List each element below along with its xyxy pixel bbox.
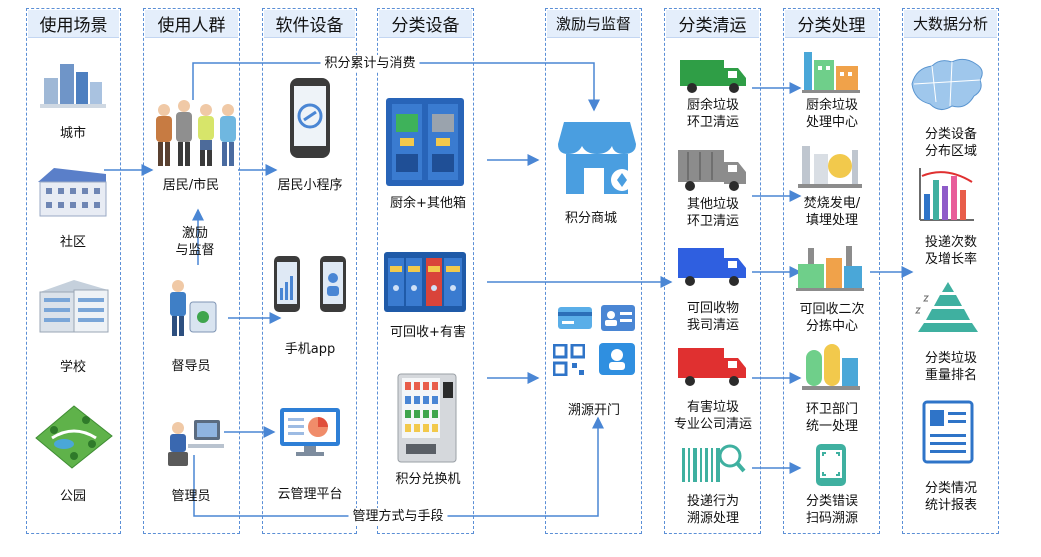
exchange-machine-label: 积分兑换机 (395, 472, 461, 487)
column-incentive (545, 8, 642, 534)
processing-1-line2: 处理中心 (805, 115, 859, 130)
transport-4-line1: 有害垃圾 (686, 400, 740, 415)
bigdata-2-line2: 及增长率 (924, 252, 978, 267)
transport-3-line2: 我司清运 (686, 318, 740, 333)
bigdata-1-line1: 分类设备 (924, 127, 978, 142)
admin-icon (168, 420, 224, 466)
header-scenes: 使用场景 (28, 10, 119, 38)
park-icon (35, 405, 113, 469)
processing-5-line2: 扫码溯源 (805, 511, 859, 526)
processing-3-line2: 分拣中心 (805, 319, 859, 334)
transport-1-line2: 环卫清运 (686, 115, 740, 130)
points-flow-label: 积分累计与消费 (320, 55, 420, 72)
china-map-icon (911, 58, 983, 110)
blue-truck-icon (678, 248, 746, 286)
smart-bin-icon (386, 98, 464, 186)
bigdata-2-line1: 投递次数 (924, 235, 978, 250)
bar-chart-icon (919, 168, 974, 221)
sorting-plant-icon (796, 246, 864, 291)
processing-4-line2: 统一处理 (805, 419, 859, 434)
incentive-label-2: 与监督 (175, 243, 215, 258)
transport-2-line2: 环卫清运 (686, 214, 740, 229)
monitor-icon (280, 408, 340, 456)
vending-machine-icon (397, 373, 457, 463)
processing-4-line1: 环卫部门 (805, 402, 859, 417)
header-incentive: 激励与监督 (547, 10, 640, 38)
processing-3-line1: 可回收二次 (799, 302, 865, 317)
column-transport (664, 8, 761, 534)
transport-1-line1: 厨余垃圾 (686, 98, 740, 113)
incentive-label-1: 激励 (181, 226, 209, 241)
supervisor-icon (170, 280, 217, 336)
processing-2-line2: 填埋处理 (805, 213, 859, 228)
kitchen-box-label: 厨余+其他箱 (390, 196, 466, 211)
column-processing (783, 8, 880, 534)
transport-4-line2: 专业公司清运 (673, 417, 753, 432)
dual-phone-icon (274, 256, 346, 312)
header-people: 使用人群 (145, 10, 238, 38)
header-transport: 分类清运 (666, 10, 759, 38)
points-mall-label: 积分商城 (564, 211, 618, 226)
mini-program-label: 居民小程序 (277, 178, 343, 193)
column-devices (377, 8, 474, 534)
admin-label: 管理员 (171, 489, 211, 504)
processing-5-line1: 分类错误 (805, 494, 859, 509)
header-processing: 分类处理 (785, 10, 878, 38)
header-devices: 分类设备 (379, 10, 472, 38)
id-card-icon (601, 305, 635, 331)
scan-phone-icon (816, 444, 846, 486)
barcode-scan-icon (682, 444, 746, 482)
bigdata-4-line2: 统计报表 (924, 498, 978, 513)
recycle-box-label: 可回收+有害 (390, 325, 466, 340)
scene-school: 学校 (59, 360, 87, 375)
sanitation-plant-icon (802, 344, 860, 390)
bigdata-1-line2: 分布区域 (924, 144, 978, 159)
processing-1-line1: 厨余垃圾 (805, 98, 859, 113)
card-icon (558, 307, 592, 329)
face-id-icon (599, 343, 635, 375)
city-icon (40, 64, 106, 108)
transport-5-line1: 投递行为 (686, 494, 740, 509)
report-icon (922, 400, 974, 464)
transport-2-line1: 其他垃圾 (686, 197, 740, 212)
app-label: 手机app (284, 342, 336, 357)
bigdata-4-line1: 分类情况 (924, 481, 978, 496)
phone-icon (290, 78, 330, 158)
trace-open-label: 溯源开门 (567, 403, 621, 418)
scene-community: 社区 (59, 235, 87, 250)
recycle-bin-icon (384, 252, 466, 312)
cloud-platform-label: 云管理平台 (277, 487, 343, 502)
bigdata-3-line1: 分类垃圾 (924, 351, 978, 366)
header-bigdata: 大数据分析 (904, 10, 997, 38)
qr-icon (553, 344, 585, 376)
gray-truck-icon (678, 150, 746, 191)
resident-label: 居民/市民 (162, 178, 220, 193)
red-truck-icon (678, 348, 746, 386)
school-icon (39, 280, 109, 333)
incinerator-icon (798, 146, 862, 188)
column-software (262, 8, 357, 534)
column-scenes (26, 8, 121, 534)
transport-5-line2: 溯源处理 (686, 511, 740, 526)
management-flow-label: 管理方式与手段 (348, 508, 448, 525)
transport-3-line1: 可回收物 (686, 301, 740, 316)
processing-2-line1: 焚烧发电/ (803, 196, 861, 211)
factory-icon (802, 52, 860, 93)
header-software: 软件设备 (264, 10, 355, 38)
green-truck-icon (680, 60, 746, 93)
scene-park: 公园 (59, 489, 87, 504)
column-people (143, 8, 240, 534)
bigdata-3-line2: 重量排名 (924, 368, 978, 383)
community-icon (38, 168, 107, 217)
pyramid-icon (914, 282, 978, 332)
supervisor-label: 督导员 (171, 359, 211, 374)
residents-icon (156, 100, 236, 166)
shop-icon (558, 122, 636, 194)
scene-city: 城市 (59, 126, 87, 141)
